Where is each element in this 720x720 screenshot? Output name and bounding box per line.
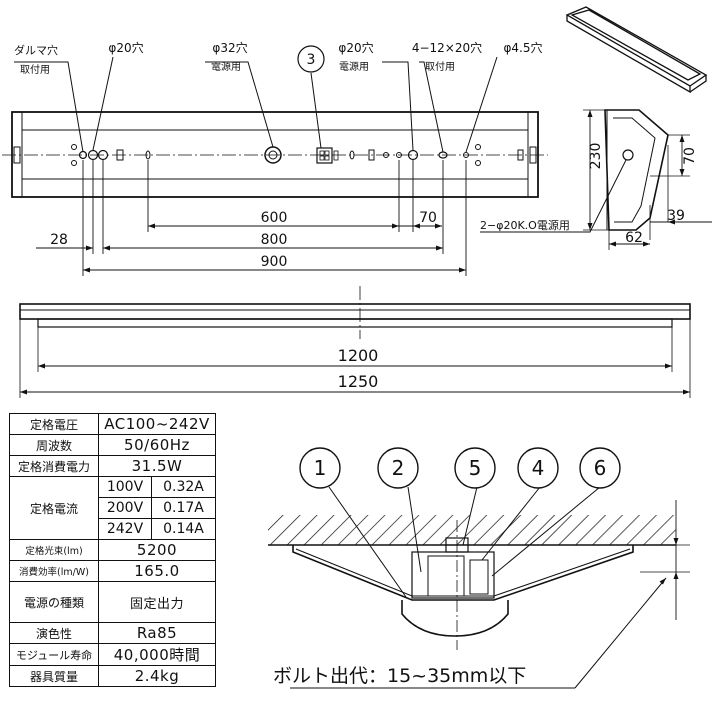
dim-1200: 1200 [338, 346, 379, 365]
top-leaders [14, 45, 498, 153]
dim-62: 62 [625, 230, 643, 246]
dim-28: 28 [50, 232, 68, 248]
current-242: 0.14A [151, 518, 216, 540]
callout-5: 5 [469, 456, 482, 480]
side-dimension-arrows [587, 110, 685, 247]
front-outline [19, 303, 691, 320]
dim-39: 39 [667, 208, 685, 224]
flux-value: 5200 [98, 539, 216, 561]
side-view [480, 109, 712, 250]
callout-3-circle [297, 45, 325, 73]
dim-230: 230 [588, 143, 604, 170]
label-power-a: 電源用 [211, 60, 241, 73]
flux-label: 定格光束(lm) [9, 539, 99, 561]
label-mounting: 取付用 [20, 63, 50, 76]
label-daruma-hole: ダルマ穴 [14, 43, 58, 57]
current-100: 0.32A [151, 476, 216, 498]
diffuser [401, 600, 509, 637]
power-value: 31.5W [98, 455, 216, 477]
power-unit [411, 551, 495, 599]
side-knockout [622, 149, 634, 161]
weight-value: 2.4kg [98, 665, 216, 687]
label-hole-4-5: φ4.5穴 [503, 40, 542, 55]
hole-20-right [407, 149, 419, 161]
table-row: 周波数 50/60Hz [9, 434, 216, 456]
perspective-thumbnail [565, 6, 708, 94]
table-row: 電源の種類 固定出力 [9, 581, 216, 623]
label-hole-20b: φ20穴 [338, 40, 373, 55]
power-type-value: 固定出力 [98, 581, 216, 623]
dim-1250: 1250 [338, 372, 379, 391]
dim-900: 900 [261, 254, 288, 270]
table-row: 器具質量 2.4kg [9, 665, 216, 687]
dim-800: 800 [261, 232, 288, 248]
bolt-note: ボルト出代：15~35mm以下 [273, 665, 526, 687]
rated-voltage-label: 定格電圧 [9, 413, 99, 435]
table-row: 定格光束(lm) 5200 [9, 539, 216, 561]
spec-table: 定格電圧 AC100~242V 周波数 50/60Hz 定格消費電力 31.5W… [9, 413, 216, 687]
plan-dimension-lines [36, 160, 467, 276]
dim-600: 600 [261, 210, 288, 226]
callout-6: 6 [594, 456, 607, 480]
plan-outline [11, 111, 539, 198]
frequency-value: 50/60Hz [98, 434, 216, 456]
callout-3-label: 3 [307, 52, 316, 68]
dim-70-plan: 70 [419, 210, 437, 226]
cri-label: 演色性 [9, 622, 99, 644]
label-knockout: 2−φ20K.O電源用 [480, 218, 570, 232]
efficacy-value: 165.0 [98, 560, 216, 582]
dim-70-side: 70 [682, 147, 698, 165]
table-row: 定格消費電力 31.5W [9, 455, 216, 477]
life-value: 40,000時間 [98, 643, 216, 666]
callout-4: 4 [532, 456, 545, 480]
hole-20-left [87, 149, 99, 161]
table-row: 消費効率(lm/W) 165.0 [9, 560, 216, 582]
detail-arrows [673, 538, 679, 579]
fixture-body [292, 545, 634, 601]
current-200: 0.17A [151, 497, 216, 519]
table-row: 定格電流 100V 0.32A [9, 476, 216, 540]
callout-1: 1 [314, 456, 327, 480]
label-hole-32: φ32穴 [212, 40, 247, 55]
weight-label: 器具質量 [9, 665, 99, 687]
rated-voltage-value: AC100~242V [98, 413, 216, 435]
voltage-200: 200V [98, 497, 152, 519]
voltage-100: 100V [98, 476, 152, 498]
label-power-b: 電源用 [339, 60, 369, 73]
voltage-242: 242V [98, 518, 152, 540]
table-row: モジュール寿命 40,000時間 [9, 643, 216, 666]
frequency-label: 周波数 [9, 434, 99, 456]
table-row: 定格電圧 AC100~242V [9, 413, 216, 435]
table-row: 200V 0.17A [10, 497, 216, 519]
label-mounting-b: 取付用 [425, 60, 455, 73]
ceiling-hatch [268, 515, 676, 545]
front-view [19, 286, 691, 398]
plan-dimension-arrows [83, 223, 466, 273]
cri-value: Ra85 [98, 622, 216, 644]
power-type-label: 電源の種類 [9, 581, 99, 623]
mounting-detail [268, 500, 690, 650]
table-row: 242V 0.14A [10, 518, 216, 540]
power-label: 定格消費電力 [9, 455, 99, 477]
table-row: 演色性 Ra85 [9, 622, 216, 644]
life-label: モジュール寿命 [9, 643, 99, 666]
terminal-block [316, 147, 333, 164]
front-dimension-arrows [20, 363, 690, 395]
label-slot: 4−12×20穴 [412, 40, 482, 55]
label-hole-20a: φ20穴 [108, 40, 143, 55]
hole-4-5 [463, 152, 469, 158]
detail-callout-circles [299, 447, 621, 489]
current-label: 定格電流 [9, 476, 99, 540]
efficacy-label: 消費効率(lm/W) [9, 560, 99, 582]
callout-2: 2 [392, 456, 405, 480]
detail-leaders [290, 486, 667, 689]
